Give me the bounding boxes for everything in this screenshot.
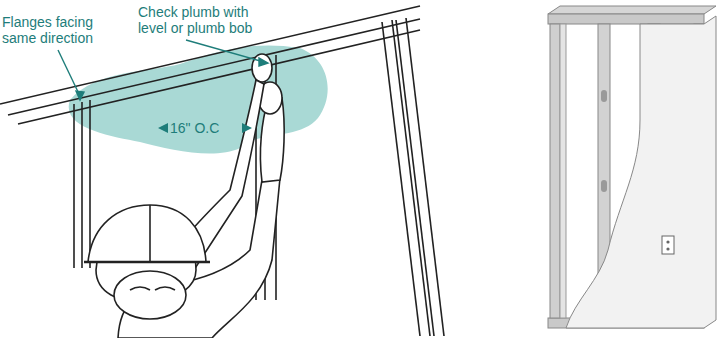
backdrop-shape [69,45,328,153]
callout-label: Check plumb with level or plumb bob [138,4,270,36]
wall-section [548,6,716,328]
steel-stud [74,100,90,268]
callout-label: Flanges facing same direction [2,14,98,46]
worker-figure [84,54,284,338]
dimension-label: 16" O.C [170,120,219,136]
steel-stud [382,18,444,336]
leader-line [58,40,268,100]
